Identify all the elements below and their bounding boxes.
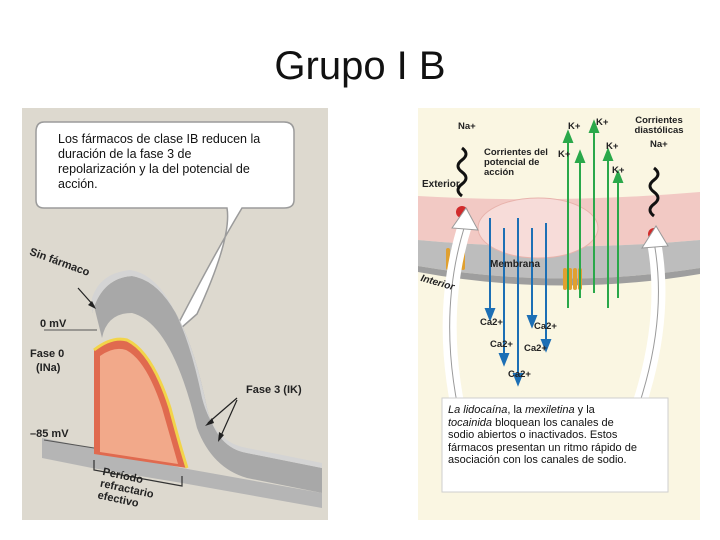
drug-note: La lidocaína, la mexiletina y la tocaini… — [448, 404, 638, 467]
minus85-label: –85 mV — [30, 428, 69, 440]
corrientes-diastolicas-label: Corrientes diastólicas — [624, 116, 694, 136]
note-sep-1: , la — [507, 404, 525, 416]
slide-title: Grupo I B — [0, 44, 720, 89]
ca-label-1: Ca2+ — [480, 318, 503, 328]
k-label-1: K+ — [568, 122, 580, 132]
membrana-label: Membrana — [490, 260, 540, 270]
note-mexiletina: mexiletina — [525, 404, 575, 416]
na-top-label: Na+ — [458, 122, 476, 132]
ca-label-4: Ca2+ — [524, 344, 547, 354]
exterior-label: Exterior — [422, 180, 460, 190]
note-tocainida: tocainida — [448, 417, 492, 429]
k-label-5: K+ — [612, 166, 624, 176]
zero-mv-label: 0 mV — [40, 318, 66, 330]
ion-channel-figure: Na+ K+ K+ K+ K+ K+ Corrientes diastólica… — [418, 108, 700, 520]
corrientes-potencial-label: Corrientes del potencial de acción — [484, 148, 564, 178]
fase0-label: Fase 0 — [30, 348, 64, 360]
k-label-2: K+ — [596, 118, 608, 128]
callout-text: Los fármacos de clase IB reducen la dura… — [58, 132, 268, 192]
ca-label-5: Ca2+ — [508, 370, 531, 380]
action-potential-figure: Los fármacos de clase IB reducen la dura… — [22, 108, 328, 520]
fase3-label: Fase 3 (IK) — [246, 384, 302, 396]
note-lidocaina: La lidocaína — [448, 404, 507, 416]
na-right-label: Na+ — [650, 140, 668, 150]
ca-label-2: Ca2+ — [534, 322, 557, 332]
k-label-3: K+ — [606, 142, 618, 152]
note-sep-2: y la — [575, 404, 595, 416]
ca-label-3: Ca2+ — [490, 340, 513, 350]
fase0-ion-label: (INa) — [36, 362, 60, 374]
